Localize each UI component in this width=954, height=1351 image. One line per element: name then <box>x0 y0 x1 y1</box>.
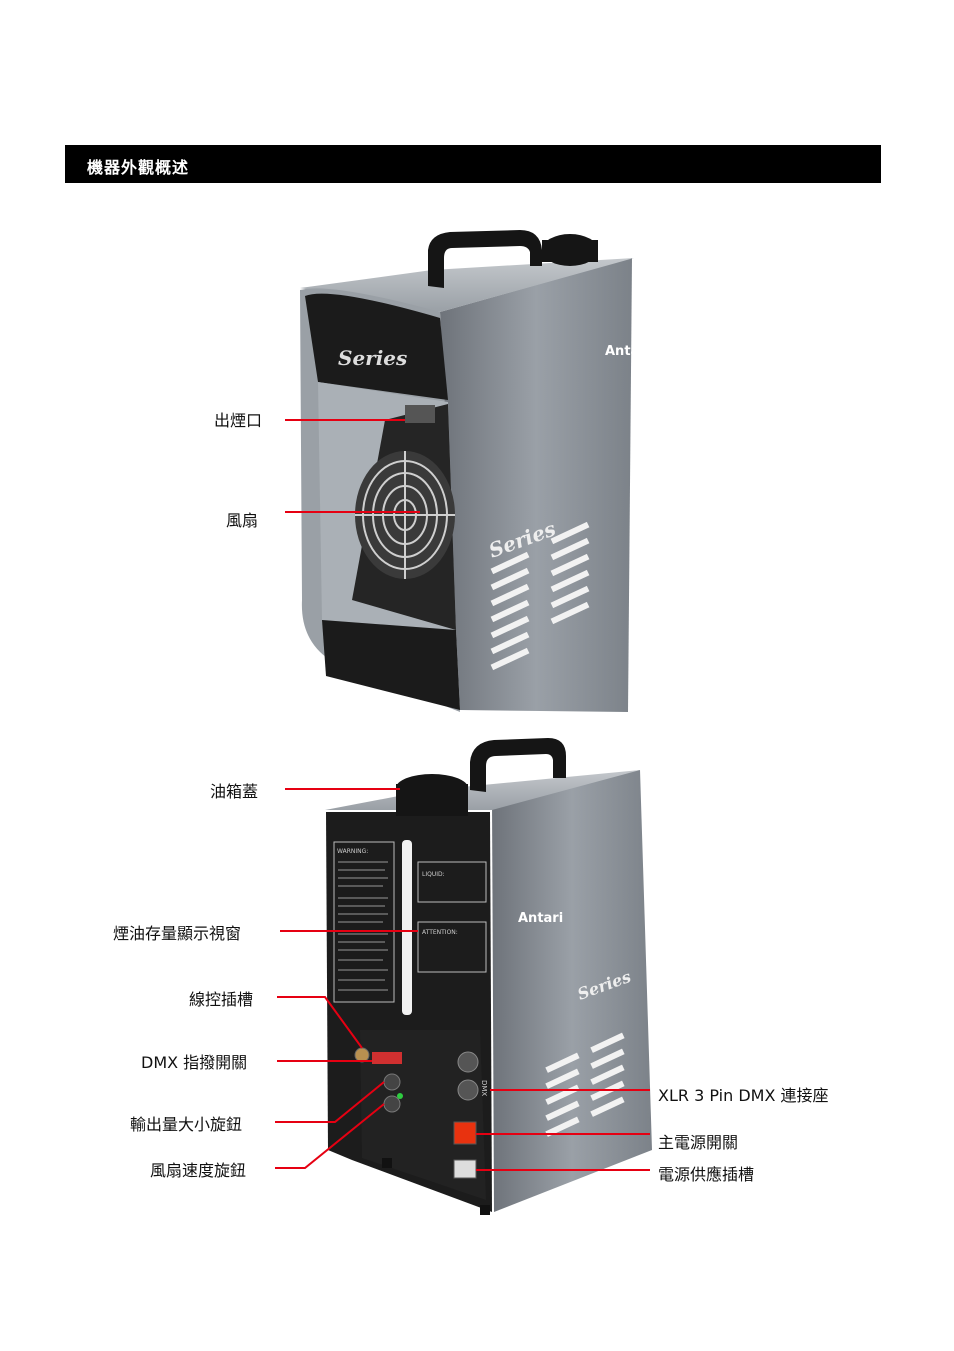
fluid-level-window <box>402 840 412 1015</box>
label-wired-remote-socket: 線控插槽 <box>189 990 254 1009</box>
label-output-knob: 輸出量大小旋鈕 <box>130 1115 243 1134</box>
svg-text:ATTENTION:: ATTENTION: <box>422 929 458 936</box>
label-fluid-window: 煙油存量顯示視窗 <box>113 924 242 943</box>
line-fan-speed-knob <box>275 1103 385 1169</box>
back-brand-logo: Antari <box>518 911 563 926</box>
control-panel <box>360 1030 486 1200</box>
label-smoke-outlet: 出煙口 <box>214 411 263 430</box>
label-xlr-dmx: XLR 3 Pin DMX 連接座 <box>658 1086 829 1105</box>
back-device-handle <box>470 738 566 792</box>
front-vents <box>490 521 590 671</box>
line-output-knob <box>275 1081 385 1123</box>
svg-text:LIQUID:: LIQUID: <box>422 871 445 878</box>
fan-speed-knob <box>383 1095 401 1113</box>
label-fan: 風扇 <box>226 511 259 530</box>
power-inlet <box>453 1159 477 1179</box>
output-knob <box>383 1073 401 1091</box>
front-device-handle <box>428 230 542 288</box>
back-device: WARNING: LIQUID: ATTENTION: DMX <box>325 738 652 1215</box>
front-device-upper-panel <box>305 293 448 400</box>
dmx-dip-switch <box>372 1052 402 1064</box>
front-device-lower-panel <box>322 620 460 710</box>
line-wired-remote <box>277 996 363 1049</box>
front-brand-logo: Antari <box>605 344 650 359</box>
front-series-logo: Series <box>338 346 407 370</box>
wired-remote-socket <box>354 1047 370 1063</box>
back-vents <box>545 1032 625 1137</box>
label-main-power-switch: 主電源開關 <box>658 1133 739 1152</box>
warning-label <box>333 841 395 1003</box>
label-dmx-dip-switch: DMX 指撥開關 <box>141 1053 248 1072</box>
status-led <box>397 1093 403 1099</box>
section-header-bar: 機器外觀概述 <box>65 145 881 183</box>
attention-label <box>417 921 487 973</box>
section-title: 機器外觀概述 <box>87 158 190 177</box>
label-tank-cap: 油箱蓋 <box>210 782 259 801</box>
back-device-side-panel <box>492 770 652 1212</box>
smoke-nozzle <box>405 405 435 423</box>
liquid-label <box>417 861 487 903</box>
callout-lines <box>275 419 650 1171</box>
svg-text:WARNING:: WARNING: <box>337 848 368 855</box>
warning-text-lines <box>338 861 388 991</box>
fan-graphic <box>355 451 455 579</box>
xlr-in <box>457 1051 479 1073</box>
front-device: Series Series Antari <box>300 230 650 712</box>
label-power-socket: 電源供應插槽 <box>658 1165 755 1184</box>
main-power-switch <box>453 1121 477 1145</box>
front-device-side-panel <box>440 258 632 712</box>
xlr-out <box>457 1079 479 1101</box>
svg-text:DMX: DMX <box>480 1080 488 1096</box>
label-fan-speed-knob: 風扇速度旋鈕 <box>150 1161 247 1180</box>
